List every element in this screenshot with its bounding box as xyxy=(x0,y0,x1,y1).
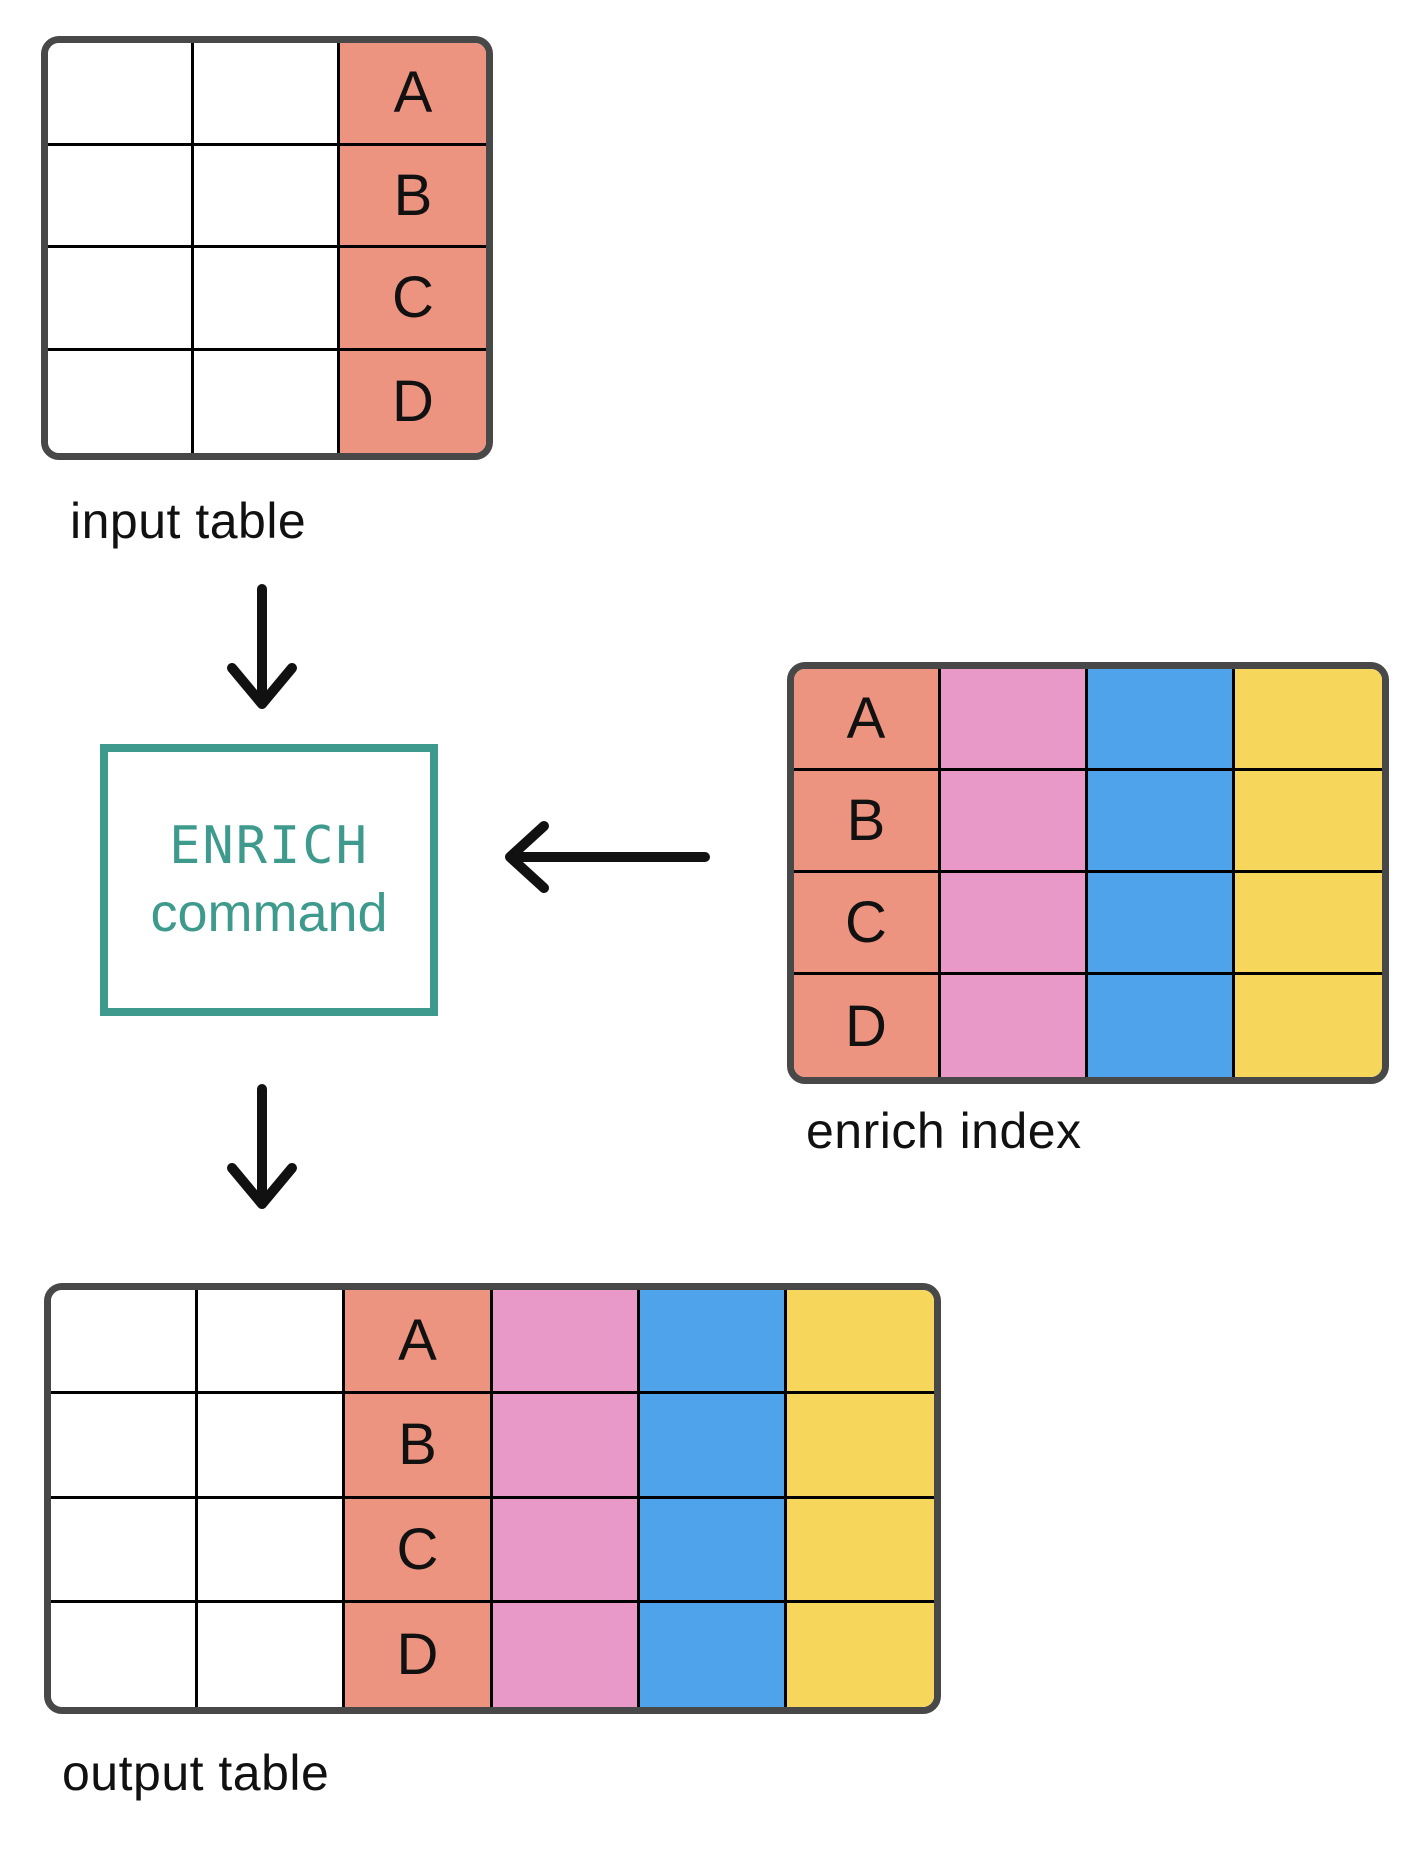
enrich-index-label: enrich index xyxy=(806,1103,1082,1159)
input-table-label: input table xyxy=(70,493,307,549)
empty-cell xyxy=(194,350,340,453)
value-cell-pink xyxy=(941,771,1088,873)
input-table: A B C D xyxy=(41,36,493,460)
key-cell: C xyxy=(345,1498,493,1603)
value-cell-yellow xyxy=(786,1498,934,1603)
enrich-command-name: ENRICH xyxy=(169,816,369,876)
value-cell-pink xyxy=(492,1290,640,1395)
arrow-down-icon xyxy=(220,1082,304,1214)
arrow-down-icon xyxy=(220,582,304,714)
value-cell-yellow xyxy=(786,1602,934,1707)
output-table-label: output table xyxy=(62,1745,330,1801)
value-cell-pink xyxy=(941,975,1088,1077)
value-cell-blue xyxy=(639,1394,787,1499)
key-cell: C xyxy=(340,248,486,351)
enrich-index-table: A B C D xyxy=(787,662,1389,1084)
empty-cell xyxy=(198,1498,346,1603)
key-cell: A xyxy=(340,43,486,146)
enrich-command-word: command xyxy=(150,883,388,943)
key-cell: A xyxy=(794,669,941,771)
enrich-command-box: ENRICH command xyxy=(100,744,438,1016)
empty-cell xyxy=(51,1602,199,1707)
value-cell-blue xyxy=(639,1290,787,1395)
key-cell: D xyxy=(345,1602,493,1707)
key-cell: D xyxy=(340,350,486,453)
value-cell-blue xyxy=(639,1498,787,1603)
empty-cell xyxy=(51,1394,199,1499)
empty-cell xyxy=(51,1498,199,1603)
value-cell-blue xyxy=(1088,975,1235,1077)
value-cell-yellow xyxy=(1235,669,1382,771)
value-cell-pink xyxy=(492,1394,640,1499)
value-cell-pink xyxy=(492,1602,640,1707)
key-cell: B xyxy=(794,771,941,873)
value-cell-blue xyxy=(1088,669,1235,771)
empty-cell xyxy=(48,43,194,146)
empty-cell xyxy=(48,145,194,248)
value-cell-yellow xyxy=(1235,873,1382,975)
value-cell-pink xyxy=(941,873,1088,975)
empty-cell xyxy=(198,1602,346,1707)
empty-cell xyxy=(198,1394,346,1499)
value-cell-blue xyxy=(639,1602,787,1707)
key-cell: B xyxy=(340,145,486,248)
empty-cell xyxy=(48,350,194,453)
value-cell-yellow xyxy=(786,1290,934,1395)
key-cell: A xyxy=(345,1290,493,1395)
key-cell: B xyxy=(345,1394,493,1499)
empty-cell xyxy=(194,43,340,146)
output-table: A B C D xyxy=(44,1283,941,1714)
value-cell-blue xyxy=(1088,771,1235,873)
value-cell-pink xyxy=(492,1498,640,1603)
value-cell-yellow xyxy=(1235,975,1382,1077)
key-cell: C xyxy=(794,873,941,975)
arrow-left-icon xyxy=(502,820,712,894)
key-cell: D xyxy=(794,975,941,1077)
empty-cell xyxy=(51,1290,199,1395)
value-cell-yellow xyxy=(1235,771,1382,873)
empty-cell xyxy=(198,1290,346,1395)
value-cell-pink xyxy=(941,669,1088,771)
value-cell-yellow xyxy=(786,1394,934,1499)
empty-cell xyxy=(194,248,340,351)
empty-cell xyxy=(48,248,194,351)
empty-cell xyxy=(194,145,340,248)
value-cell-blue xyxy=(1088,873,1235,975)
